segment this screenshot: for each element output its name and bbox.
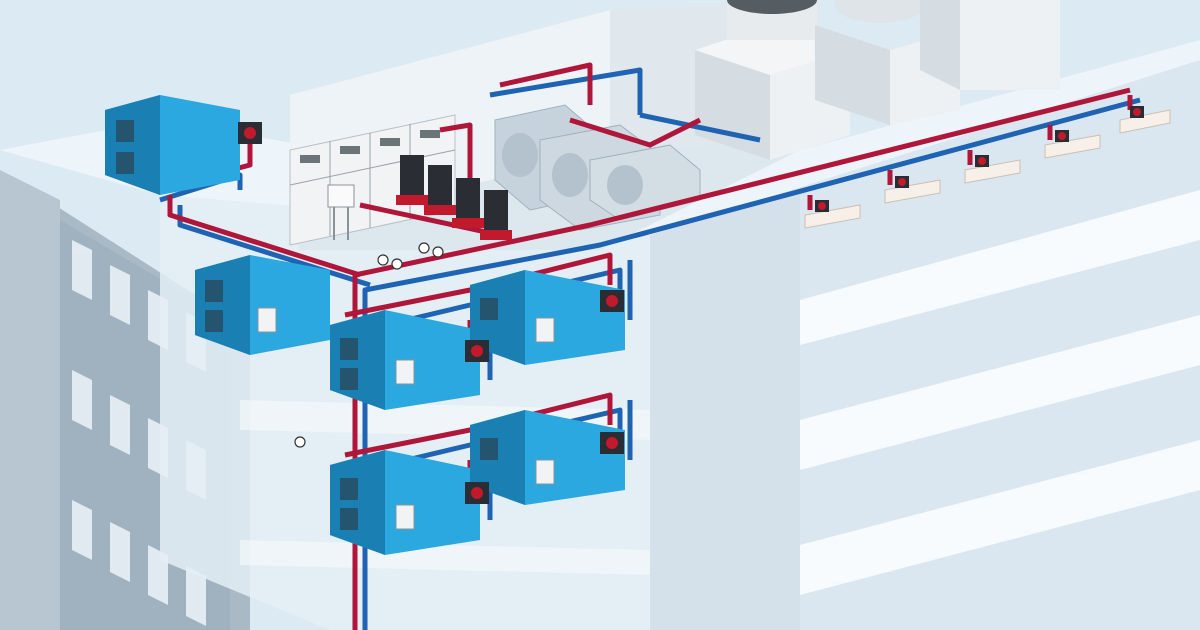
supply-pipes <box>154 62 1133 630</box>
ahu-unit <box>470 410 625 505</box>
pressure-gauge <box>377 254 389 266</box>
circulation-pump <box>238 122 262 144</box>
chiller <box>589 144 701 221</box>
cooling-towers <box>695 0 1060 160</box>
circulation-pump <box>600 432 624 454</box>
circulation-pump <box>465 482 489 504</box>
ahu-unit <box>105 95 240 195</box>
pressure-gauge <box>418 242 430 254</box>
circulation-pump <box>465 340 489 362</box>
pressure-gauge <box>294 436 306 448</box>
chillers <box>494 104 701 231</box>
ahu-units <box>105 95 625 555</box>
ahu-unit <box>330 310 480 410</box>
circulation-pump <box>480 190 512 240</box>
circulation-pump <box>396 155 428 205</box>
fan-coil-unit <box>964 155 1021 184</box>
circulation-pumps <box>238 122 624 504</box>
ahu-unit <box>195 255 330 355</box>
fan-coil-units <box>804 106 1171 229</box>
control-panel <box>327 184 355 208</box>
circulation-pump <box>424 165 456 215</box>
fan-coil-unit <box>1119 106 1171 134</box>
pump-bank <box>396 155 512 240</box>
circulation-pump <box>600 290 624 312</box>
fan-coil-unit <box>1044 130 1101 159</box>
pressure-gauge <box>432 246 444 258</box>
pressure-gauge <box>391 258 403 270</box>
ahu-unit <box>330 450 480 555</box>
pressure-gauges <box>294 242 444 448</box>
fan-coil-unit <box>804 200 861 229</box>
circulation-pump <box>452 178 484 228</box>
cooling-tower <box>920 0 1060 90</box>
fan-coil-unit <box>884 176 941 204</box>
